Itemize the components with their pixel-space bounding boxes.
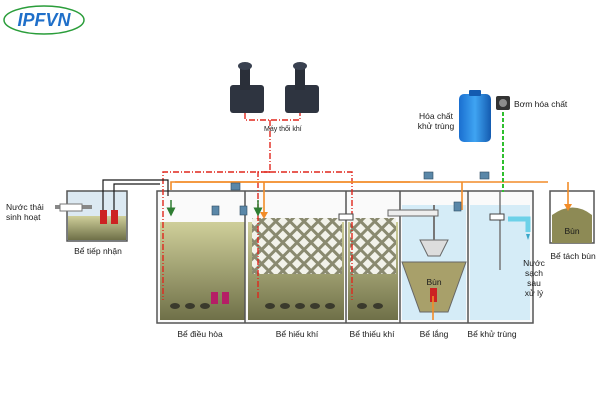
flow-arrow-icon [166,200,263,217]
weir [338,213,354,221]
pump-pipe [102,179,169,210]
clean-water-label-line3: sau [527,278,541,288]
settling-tank [387,191,469,323]
clean-water-label-line4: xử lý [525,288,544,298]
air-blower-icon [230,62,264,113]
aerobic-tank [248,191,347,323]
clean-water-label-line1: Nước [523,258,545,268]
valve-icon [211,171,490,216]
chemical-label-line1: Hóa chất [419,111,454,121]
dosing-pump-label: Bơm hóa chất [514,99,568,109]
dosing-pump-icon [496,96,510,110]
weir [489,213,505,221]
air-diffusers [170,303,383,309]
tank-label-receiving: Bể tiếp nhận [74,246,122,256]
blower-label: Máy thổi khí [264,125,302,133]
tank-label-settling: Bể lắng [420,329,449,339]
tank-label-equalization: Bể điều hòa [177,329,223,339]
tank-label-sludge: Bể tách bùn [550,251,596,261]
pump-icon [211,292,229,304]
pump-icon [100,210,107,224]
wastewater-label-line1: Nước thải [6,202,44,212]
company-logo: IPFVN [3,5,85,35]
disinfection-tank [470,191,530,320]
chemical-label-line2: khử trùng [418,121,455,131]
receiving-tank [66,190,128,242]
recirculation-line [170,181,569,320]
chemical-tank-icon [459,90,491,142]
clean-water-label-line2: sạch [525,268,543,278]
outlet-pipe [508,216,531,240]
tank-label-anoxic: Bể thiếu khí [350,329,396,339]
settling-sludge-label: Bùn [426,277,441,287]
air-line [162,113,353,300]
anoxic-tank [348,191,401,323]
separation-sludge-label: Bùn [564,226,579,236]
pump-icon [111,210,118,224]
wastewater-label-line2: sinh hoạt [6,212,41,222]
inflow-pipe [55,203,92,212]
air-blower-icon [285,62,319,113]
sludge-separation-tank [549,190,595,244]
logo-text: IPFVN [17,10,71,30]
center-well [419,239,449,257]
tank-label-disinfection: Bể khử trùng [467,329,516,339]
sludge-pump-icon [430,288,437,302]
tank-label-aerobic: Bể hiếu khí [276,329,319,339]
